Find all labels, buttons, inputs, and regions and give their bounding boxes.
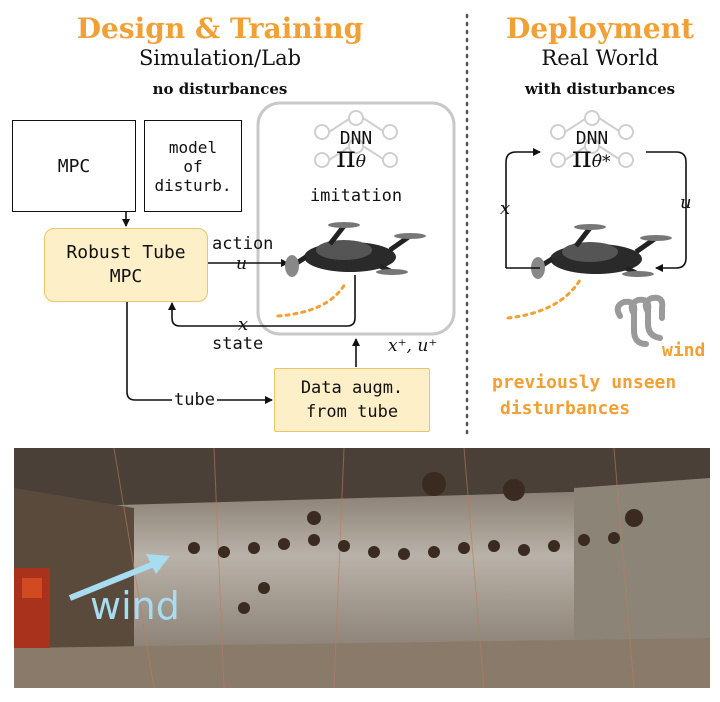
mpc-box-label: MPC xyxy=(57,155,91,177)
dnn-label-left: DNN xyxy=(339,128,373,149)
wind-label-diagram: wind xyxy=(662,340,706,361)
loop-x-to-dnn xyxy=(505,148,541,268)
policy-symbol-left: πθ xyxy=(336,140,366,175)
unseen-line-2: disturbances xyxy=(500,398,631,419)
x-label-left: x xyxy=(238,314,249,335)
dnn-network-icon-left xyxy=(314,110,398,168)
imitation-frame xyxy=(256,101,456,336)
data-augmentation-box: Data augm. from tube xyxy=(274,368,430,432)
imitation-label: imitation xyxy=(309,186,403,206)
trajectory-right xyxy=(506,278,582,320)
drone-icon-left xyxy=(285,222,426,277)
state-label: state xyxy=(212,334,264,354)
robust-tube-mpc-box: Robust Tube MPC xyxy=(44,228,208,302)
right-title: Deployment xyxy=(506,12,694,45)
policy-sub-right: θ̂* xyxy=(591,152,611,172)
augm-line-2: from tube xyxy=(305,402,399,422)
policy-pi-left: π xyxy=(336,140,356,175)
left-condition: no disturbances xyxy=(152,80,288,98)
model-disturbance-box: model of disturb. xyxy=(144,120,242,212)
u-label-right: u xyxy=(680,192,692,213)
dnn-label-right: DNN xyxy=(575,128,609,149)
left-title: Design & Training xyxy=(76,12,364,45)
robust-line-2: MPC xyxy=(109,266,143,287)
policy-pi-right: π xyxy=(572,140,592,175)
u-label-left: u xyxy=(236,254,247,274)
dnn-network-icon-right xyxy=(550,110,634,168)
wind-icon xyxy=(614,294,666,347)
model-line-3: disturb. xyxy=(154,175,232,195)
mpc-box: MPC xyxy=(12,120,136,212)
hangar-photo-graphics xyxy=(14,448,710,688)
policy-sub-left: θ xyxy=(355,152,366,172)
augm-line-1: Data augm. xyxy=(300,378,404,398)
model-line-1: model xyxy=(168,137,218,157)
policy-symbol-right: πθ̂* xyxy=(572,140,610,175)
trajectory-left xyxy=(276,280,348,318)
action-label: action xyxy=(212,234,274,254)
x-label-right: x xyxy=(500,198,511,219)
wind-label-photo: wind xyxy=(90,584,180,628)
tube-label: tube xyxy=(172,390,217,410)
xplus-uplus-label: x⁺, u⁺ xyxy=(388,336,438,356)
arrow-tube xyxy=(126,302,273,404)
unseen-line-1: previously unseen xyxy=(492,372,677,393)
hangar-photo: wind xyxy=(14,448,710,688)
diagram-graphics xyxy=(117,13,687,437)
robust-line-1: Robust Tube xyxy=(66,242,186,263)
right-subtitle: Real World xyxy=(541,46,659,70)
left-subtitle: Simulation/Lab xyxy=(138,46,302,70)
drone-icon-right xyxy=(531,224,672,279)
model-line-2: of xyxy=(183,156,203,176)
right-condition: with disturbances xyxy=(524,80,676,98)
arrow-state xyxy=(168,275,356,327)
loop-dnn-to-u xyxy=(646,151,687,272)
